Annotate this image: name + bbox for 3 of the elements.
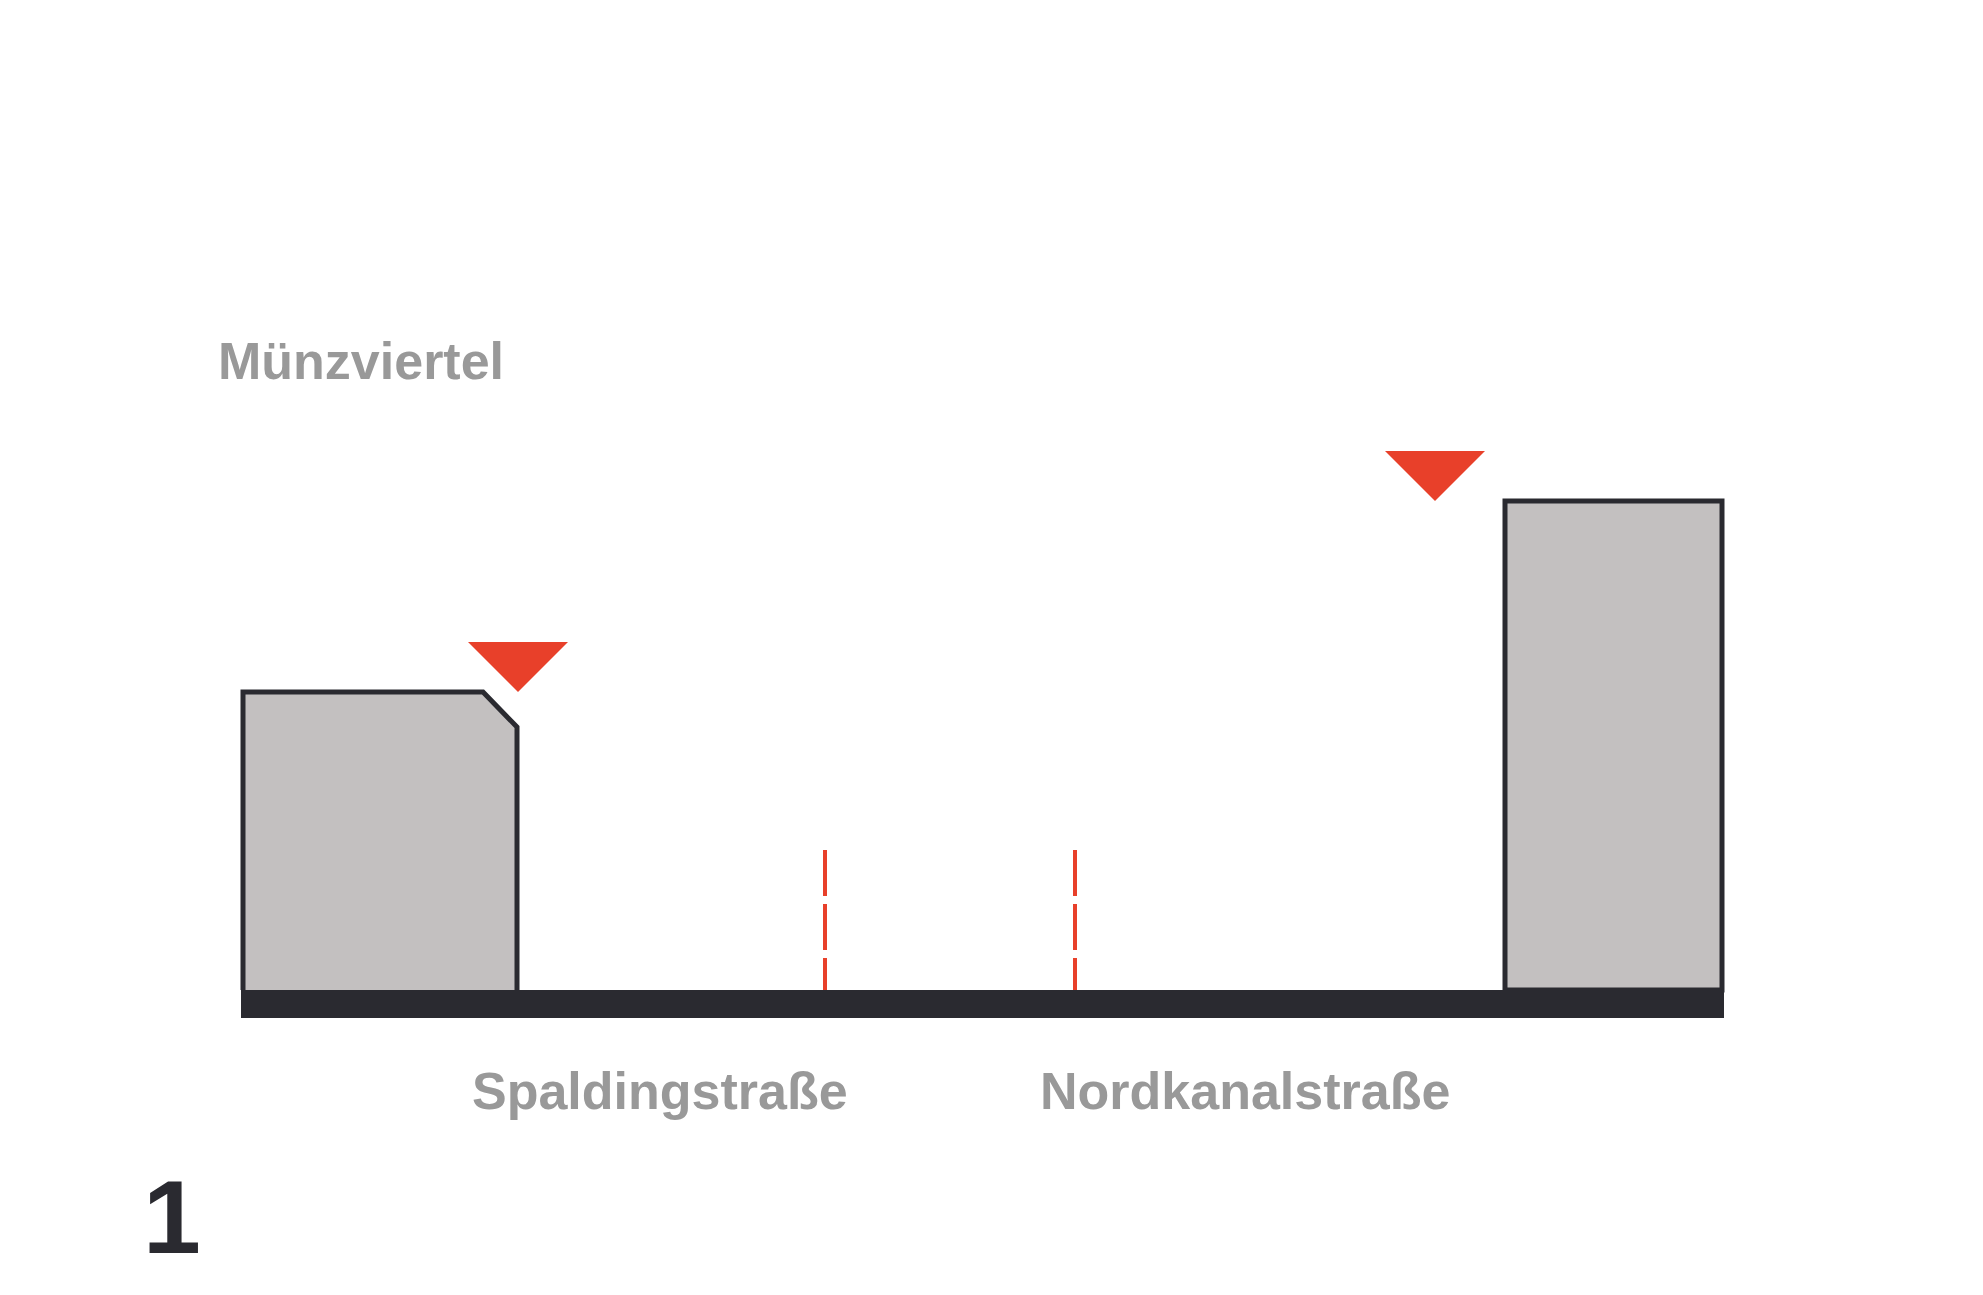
- street-label: Nordkanalstraße: [1040, 1065, 1451, 1117]
- figure-number: 1: [143, 1165, 201, 1269]
- district-label: Münzviertel: [218, 335, 505, 387]
